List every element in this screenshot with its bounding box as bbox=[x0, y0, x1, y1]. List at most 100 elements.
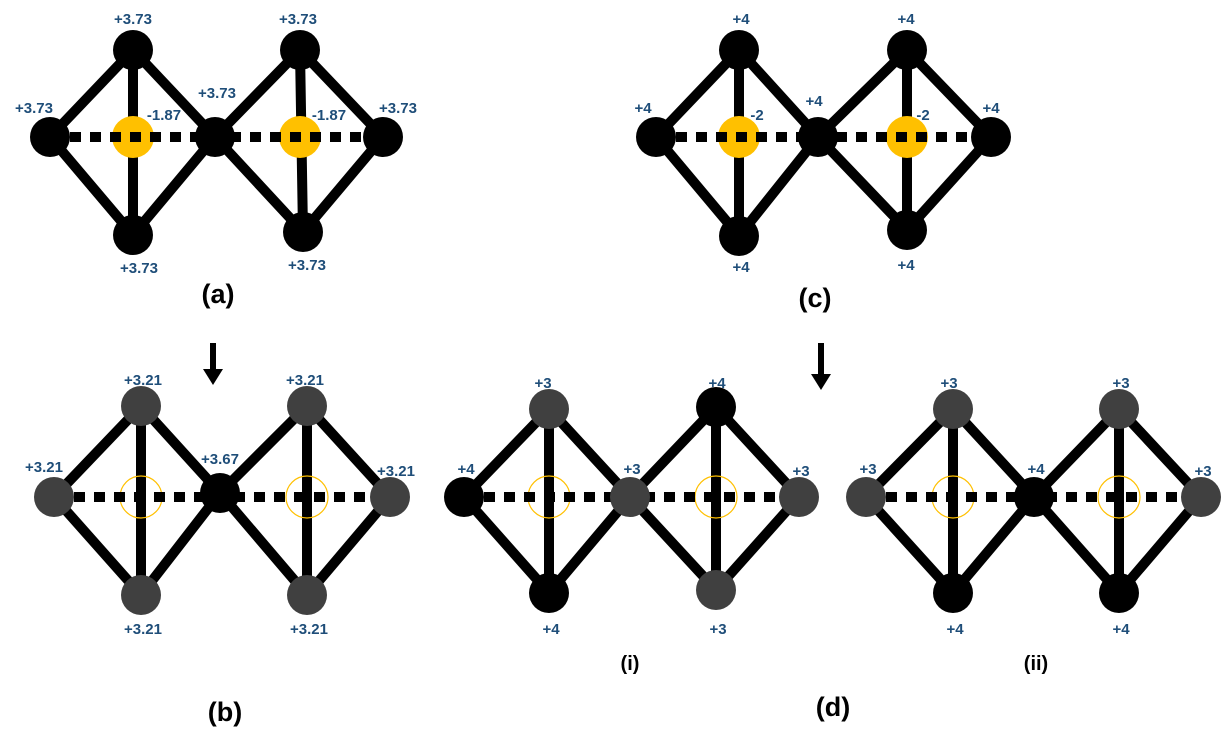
atom-top-1 bbox=[529, 389, 569, 429]
atom-top-1 bbox=[113, 30, 153, 70]
panel-label-b: (b) bbox=[208, 697, 242, 727]
vacancy-charge-label: -1.87 bbox=[312, 107, 346, 124]
atom-bottom-1 bbox=[113, 215, 153, 255]
bond-top-2-right bbox=[902, 45, 996, 142]
charge-label-bottom-1: +4 bbox=[542, 621, 560, 638]
atom-left bbox=[444, 477, 484, 517]
atom-bottom-1 bbox=[933, 573, 973, 613]
panel-c: +4+4+4+4+4+4+4-2-2(c) bbox=[634, 11, 1011, 313]
bond-bottom-2-right bbox=[902, 132, 996, 235]
atom-left bbox=[636, 117, 676, 157]
charge-label-top-1: +4 bbox=[732, 11, 750, 28]
bond-left-bottom-1 bbox=[49, 492, 146, 600]
bond-center-top-2 bbox=[813, 45, 912, 142]
bond-bottom-1-center bbox=[544, 492, 635, 598]
atom-right bbox=[779, 477, 819, 517]
bond-left-bottom-1 bbox=[861, 492, 958, 598]
charge-label-left: +3.21 bbox=[25, 459, 63, 476]
charge-label-center: +3.67 bbox=[201, 451, 239, 468]
atom-right bbox=[363, 117, 403, 157]
atom-bottom-2 bbox=[283, 212, 323, 252]
charge-label-bottom-1: +4 bbox=[946, 621, 964, 638]
charge-label-bottom-2: +3.73 bbox=[288, 257, 326, 274]
atom-bottom-1 bbox=[529, 573, 569, 613]
charge-label-top-2: +3 bbox=[1112, 375, 1129, 392]
bond-bottom-1-center bbox=[948, 492, 1039, 598]
charge-label-left: +3 bbox=[859, 461, 876, 478]
atom-left bbox=[30, 117, 70, 157]
bond-bottom-2-right bbox=[298, 132, 388, 237]
charge-label-right: +3 bbox=[1194, 463, 1211, 480]
vacancy-charge-label: -2 bbox=[916, 107, 929, 124]
atom-bottom-1 bbox=[121, 575, 161, 615]
bond-top-2-right bbox=[1114, 404, 1206, 502]
charge-label-bottom-2: +3 bbox=[709, 621, 726, 638]
bond-left-top-1 bbox=[861, 404, 958, 502]
bond-bottom-1-center bbox=[128, 132, 220, 240]
bond-left-top-1 bbox=[45, 45, 138, 142]
charge-label-top-2: +3.21 bbox=[286, 372, 324, 389]
bond-left-top-1 bbox=[49, 401, 146, 502]
panel-a: +3.73+3.73+3.73+3.73+3.73+3.73+3.73-1.87… bbox=[15, 11, 417, 309]
panel-label-a: (a) bbox=[202, 279, 235, 309]
panel-label-d: (d) bbox=[816, 692, 850, 722]
atom-right bbox=[370, 477, 410, 517]
vacancy-charge-label: -1.87 bbox=[147, 107, 181, 124]
atom-top-1 bbox=[121, 386, 161, 426]
atom-top-2 bbox=[280, 30, 320, 70]
bond-left-bottom-1 bbox=[459, 492, 554, 598]
atom-center bbox=[200, 473, 240, 513]
bond-bottom-2-right bbox=[711, 492, 804, 595]
bond-center-top-2 bbox=[210, 45, 305, 142]
bond-top-2-right bbox=[711, 402, 804, 502]
atom-center bbox=[195, 117, 235, 157]
panel-d-ii: +3+3+4+4+3+4+3(ii) bbox=[846, 375, 1221, 675]
charge-label-right: +3 bbox=[792, 463, 809, 480]
panel-b: +3.21+3.21+3.21+3.67+3.21+3.21+3.21(b) bbox=[25, 372, 415, 727]
atom-center bbox=[610, 477, 650, 517]
atom-top-2 bbox=[696, 387, 736, 427]
charge-label-top-1: +3.73 bbox=[114, 11, 152, 28]
charge-label-right: +3.73 bbox=[379, 100, 417, 117]
charge-label-left: +4 bbox=[457, 461, 475, 478]
charge-label-left: +4 bbox=[634, 100, 652, 117]
bond-left-bottom-1 bbox=[651, 132, 744, 241]
bond-center-bottom-2 bbox=[813, 132, 912, 235]
charge-label-right: +3.21 bbox=[377, 463, 415, 480]
vacancy-charge-label: -2 bbox=[750, 107, 763, 124]
bond-top-2-right bbox=[295, 45, 388, 142]
atom-center bbox=[798, 117, 838, 157]
bond-bottom-1-center bbox=[136, 488, 225, 600]
atom-top-1 bbox=[719, 30, 759, 70]
atom-top-2 bbox=[887, 30, 927, 70]
bond-top-2-right bbox=[302, 401, 395, 502]
atom-bottom-2 bbox=[696, 570, 736, 610]
down-arrow bbox=[203, 343, 223, 385]
atom-left bbox=[34, 477, 74, 517]
bond-center-top-2 bbox=[625, 402, 721, 502]
bond-left-top-1 bbox=[651, 45, 744, 142]
charge-label-bottom-2: +3.21 bbox=[290, 621, 328, 638]
bond-center-bottom-2 bbox=[215, 488, 312, 600]
bond-center-top-2 bbox=[215, 401, 312, 498]
bond-bottom-1-center bbox=[734, 132, 823, 241]
atom-top-1 bbox=[933, 389, 973, 429]
panel-d-i: +4+3+4+3+4+3+3(i) bbox=[444, 375, 819, 675]
charge-label-center: +3 bbox=[623, 461, 640, 478]
atom-left bbox=[846, 477, 886, 517]
bond-bottom-2-right bbox=[302, 492, 395, 600]
atom-right bbox=[971, 117, 1011, 157]
atom-bottom-2 bbox=[1099, 573, 1139, 613]
charge-label-top-2: +3.73 bbox=[279, 11, 317, 28]
panel-label-c: (c) bbox=[799, 283, 832, 313]
charge-label-bottom-2: +4 bbox=[897, 257, 915, 274]
charge-label-center: +4 bbox=[1027, 461, 1045, 478]
charge-label-bottom-2: +4 bbox=[1112, 621, 1130, 638]
charge-label-top-2: +4 bbox=[708, 375, 726, 392]
atom-top-2 bbox=[287, 386, 327, 426]
bond-center-top-2 bbox=[1029, 404, 1124, 502]
charge-label-bottom-1: +3.21 bbox=[124, 621, 162, 638]
vacancy-site bbox=[1097, 475, 1141, 519]
bond-center-bottom-2 bbox=[210, 132, 308, 237]
